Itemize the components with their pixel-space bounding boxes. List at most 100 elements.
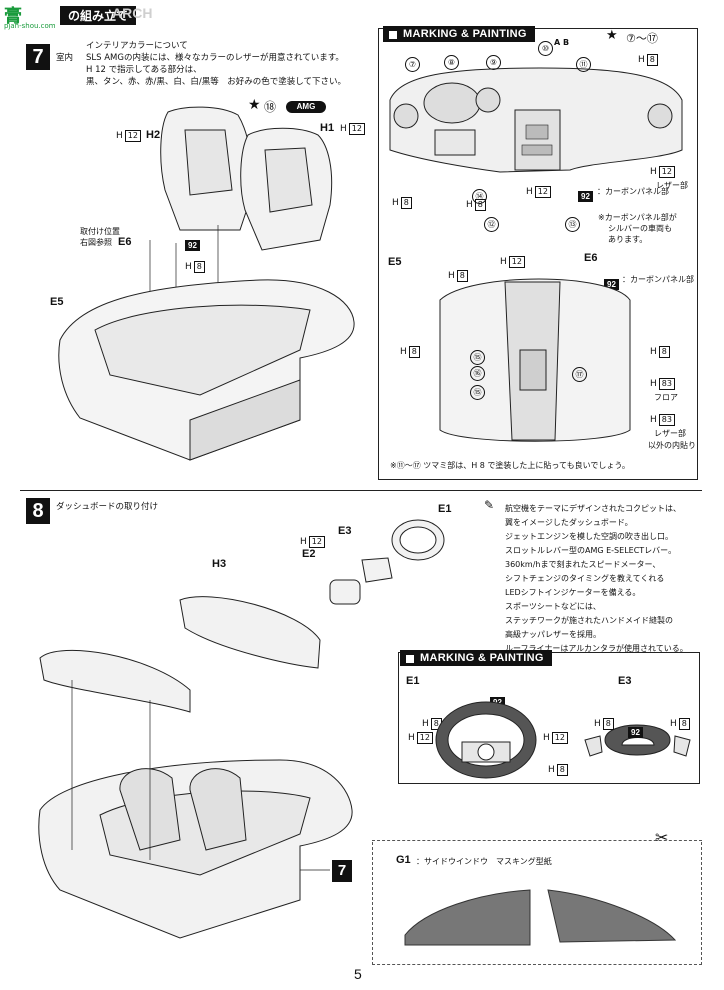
knob-17: ⑰ (572, 362, 587, 382)
desc-line: 航空機をテーマにデザインされたコクピットは、 (505, 504, 681, 513)
marking1-e6: E6 (584, 252, 598, 264)
callout-12: ⑫ (484, 212, 499, 232)
part-h2: H2 (146, 129, 161, 141)
desc-line: シフトチェンジのタイミングを教えてくれる (505, 574, 665, 583)
leather-sub-label: 以外の内貼り (648, 441, 696, 450)
amg-logo: AMG (286, 101, 326, 113)
marking-label-1: MARKING & PAINTING (383, 26, 535, 42)
callout-10: ⑩ (538, 36, 553, 56)
mount-note-line: 右図参照 (80, 238, 112, 247)
section-divider (20, 490, 702, 491)
part-e5: E5 (50, 296, 64, 308)
header-bar: 膏 pjan-shou.com の組み立て ARCH (0, 0, 724, 30)
scissors-icon: ✂ (655, 828, 669, 847)
callout-11: ⑪ (576, 52, 591, 72)
badge-18: ⑱ (264, 100, 277, 114)
code92-console: 92 (604, 272, 619, 291)
silver-note-line: シルバーの車両も (608, 224, 672, 233)
header-title-fragment: の組み立て (60, 6, 137, 25)
marking-label-2: MARKING & PAINTING (400, 650, 552, 666)
floor-label: フロア (654, 393, 678, 402)
template-g1: G1 (396, 854, 411, 866)
desc-line: スロットルレバー型のAMG E-SELECTレバー。 (505, 546, 677, 555)
marking1-e5: E5 (388, 256, 402, 268)
leather-note: レザー部 (656, 181, 688, 190)
callout-7: ⑦ (405, 52, 420, 72)
code92-step7: 92 (185, 233, 200, 252)
mount-note: 取付け位置 右図参照 (80, 226, 120, 248)
carbon-panel-note: ：カーボンパネル部 (597, 187, 669, 196)
callout-8: ⑧ (444, 50, 459, 70)
instr-line: インテリアカラーについて (86, 41, 188, 51)
silver-note: ※カーボンパネル部が シルバーの車両も あります。 (598, 212, 677, 245)
h8-dash-right: H838 (638, 54, 658, 66)
part-e3: E3 (338, 525, 352, 537)
desc-line: スポーツシートなどには、 (505, 602, 601, 611)
callout-9: ⑨ (486, 50, 501, 70)
callout-14: ⑭ (472, 184, 487, 204)
step8-number: 8 (26, 498, 50, 524)
instr-line: SLS AMGの内装には、様々なカラーのレザーが用意されています。 (86, 53, 344, 63)
cut-line (372, 840, 702, 841)
code92-e3: 92 (628, 720, 643, 739)
part-e1: E1 (438, 503, 452, 515)
desc-line: 360km/hまで刻まれたスピードメーター、 (505, 560, 661, 569)
info-icon: ✎ (484, 498, 495, 512)
part-e2: E2 (302, 548, 316, 560)
template-caption: ：サイドウインドウ マスキング型紙 (416, 857, 552, 866)
desc-line: ジェットエンジンを模した空調の吹き出し口。 (505, 532, 673, 541)
step8-description: 航空機をテーマにデザインされたコクピットは、 翼をイメージしたダッシュボード。 … (505, 502, 705, 656)
site-logo: 膏 (4, 6, 22, 26)
carbon-panel-note-2: ：カーボンパネル部 (622, 275, 694, 284)
step7-ref: 7 (332, 860, 352, 882)
instr-line: 黒、タン、赤、赤/黒、白、白/黒等 お好みの色で塗装して下さい。 (86, 77, 346, 87)
star-icon: ★ (606, 28, 618, 43)
template-box (372, 842, 702, 965)
callout-13: ⑬ (565, 212, 580, 232)
desc-line: ステッチワークが施されたハンドメイド縫製の (505, 616, 673, 625)
silver-note-line: ※カーボンパネル部が (598, 213, 677, 222)
page-number: 5 (354, 966, 362, 982)
site-url: pjan-shou.com (4, 22, 56, 30)
star-icon: ★ (248, 97, 261, 113)
knob-16: ⑯ (470, 361, 485, 381)
knob-15a: ⑮ (470, 345, 485, 365)
step7-number: 7 (26, 44, 50, 70)
instr-line: H 12 で指示してある部分は、 (86, 65, 202, 75)
silver-note-line: あります。 (608, 235, 648, 244)
desc-line: ルーフライナーはアルカンタラが使用されている。 (505, 644, 688, 653)
leather-label-2: レザー部 (654, 429, 686, 438)
step8-title: ダッシュボードの取り付け (56, 502, 159, 512)
desc-line: LEDシフトインジケーターを備える。 (505, 588, 641, 597)
marking1-footnote: ※⑪～⑰ ツマミ部は、H 8 で塗装した上に貼っても良いでしょう。 (390, 461, 630, 470)
part-e6: E6 (118, 236, 132, 248)
marking2-e3: E3 (618, 675, 632, 687)
desc-line: 高級ナッパレザーを採用。 (505, 630, 601, 639)
part-h1: H1 (320, 122, 335, 134)
desc-line: 翼をイメージしたダッシュボード。 (505, 518, 633, 527)
step7-instructions: インテリアカラーについて SLS AMGの内装には、様々なカラーのレザーが用意さ… (86, 40, 356, 88)
